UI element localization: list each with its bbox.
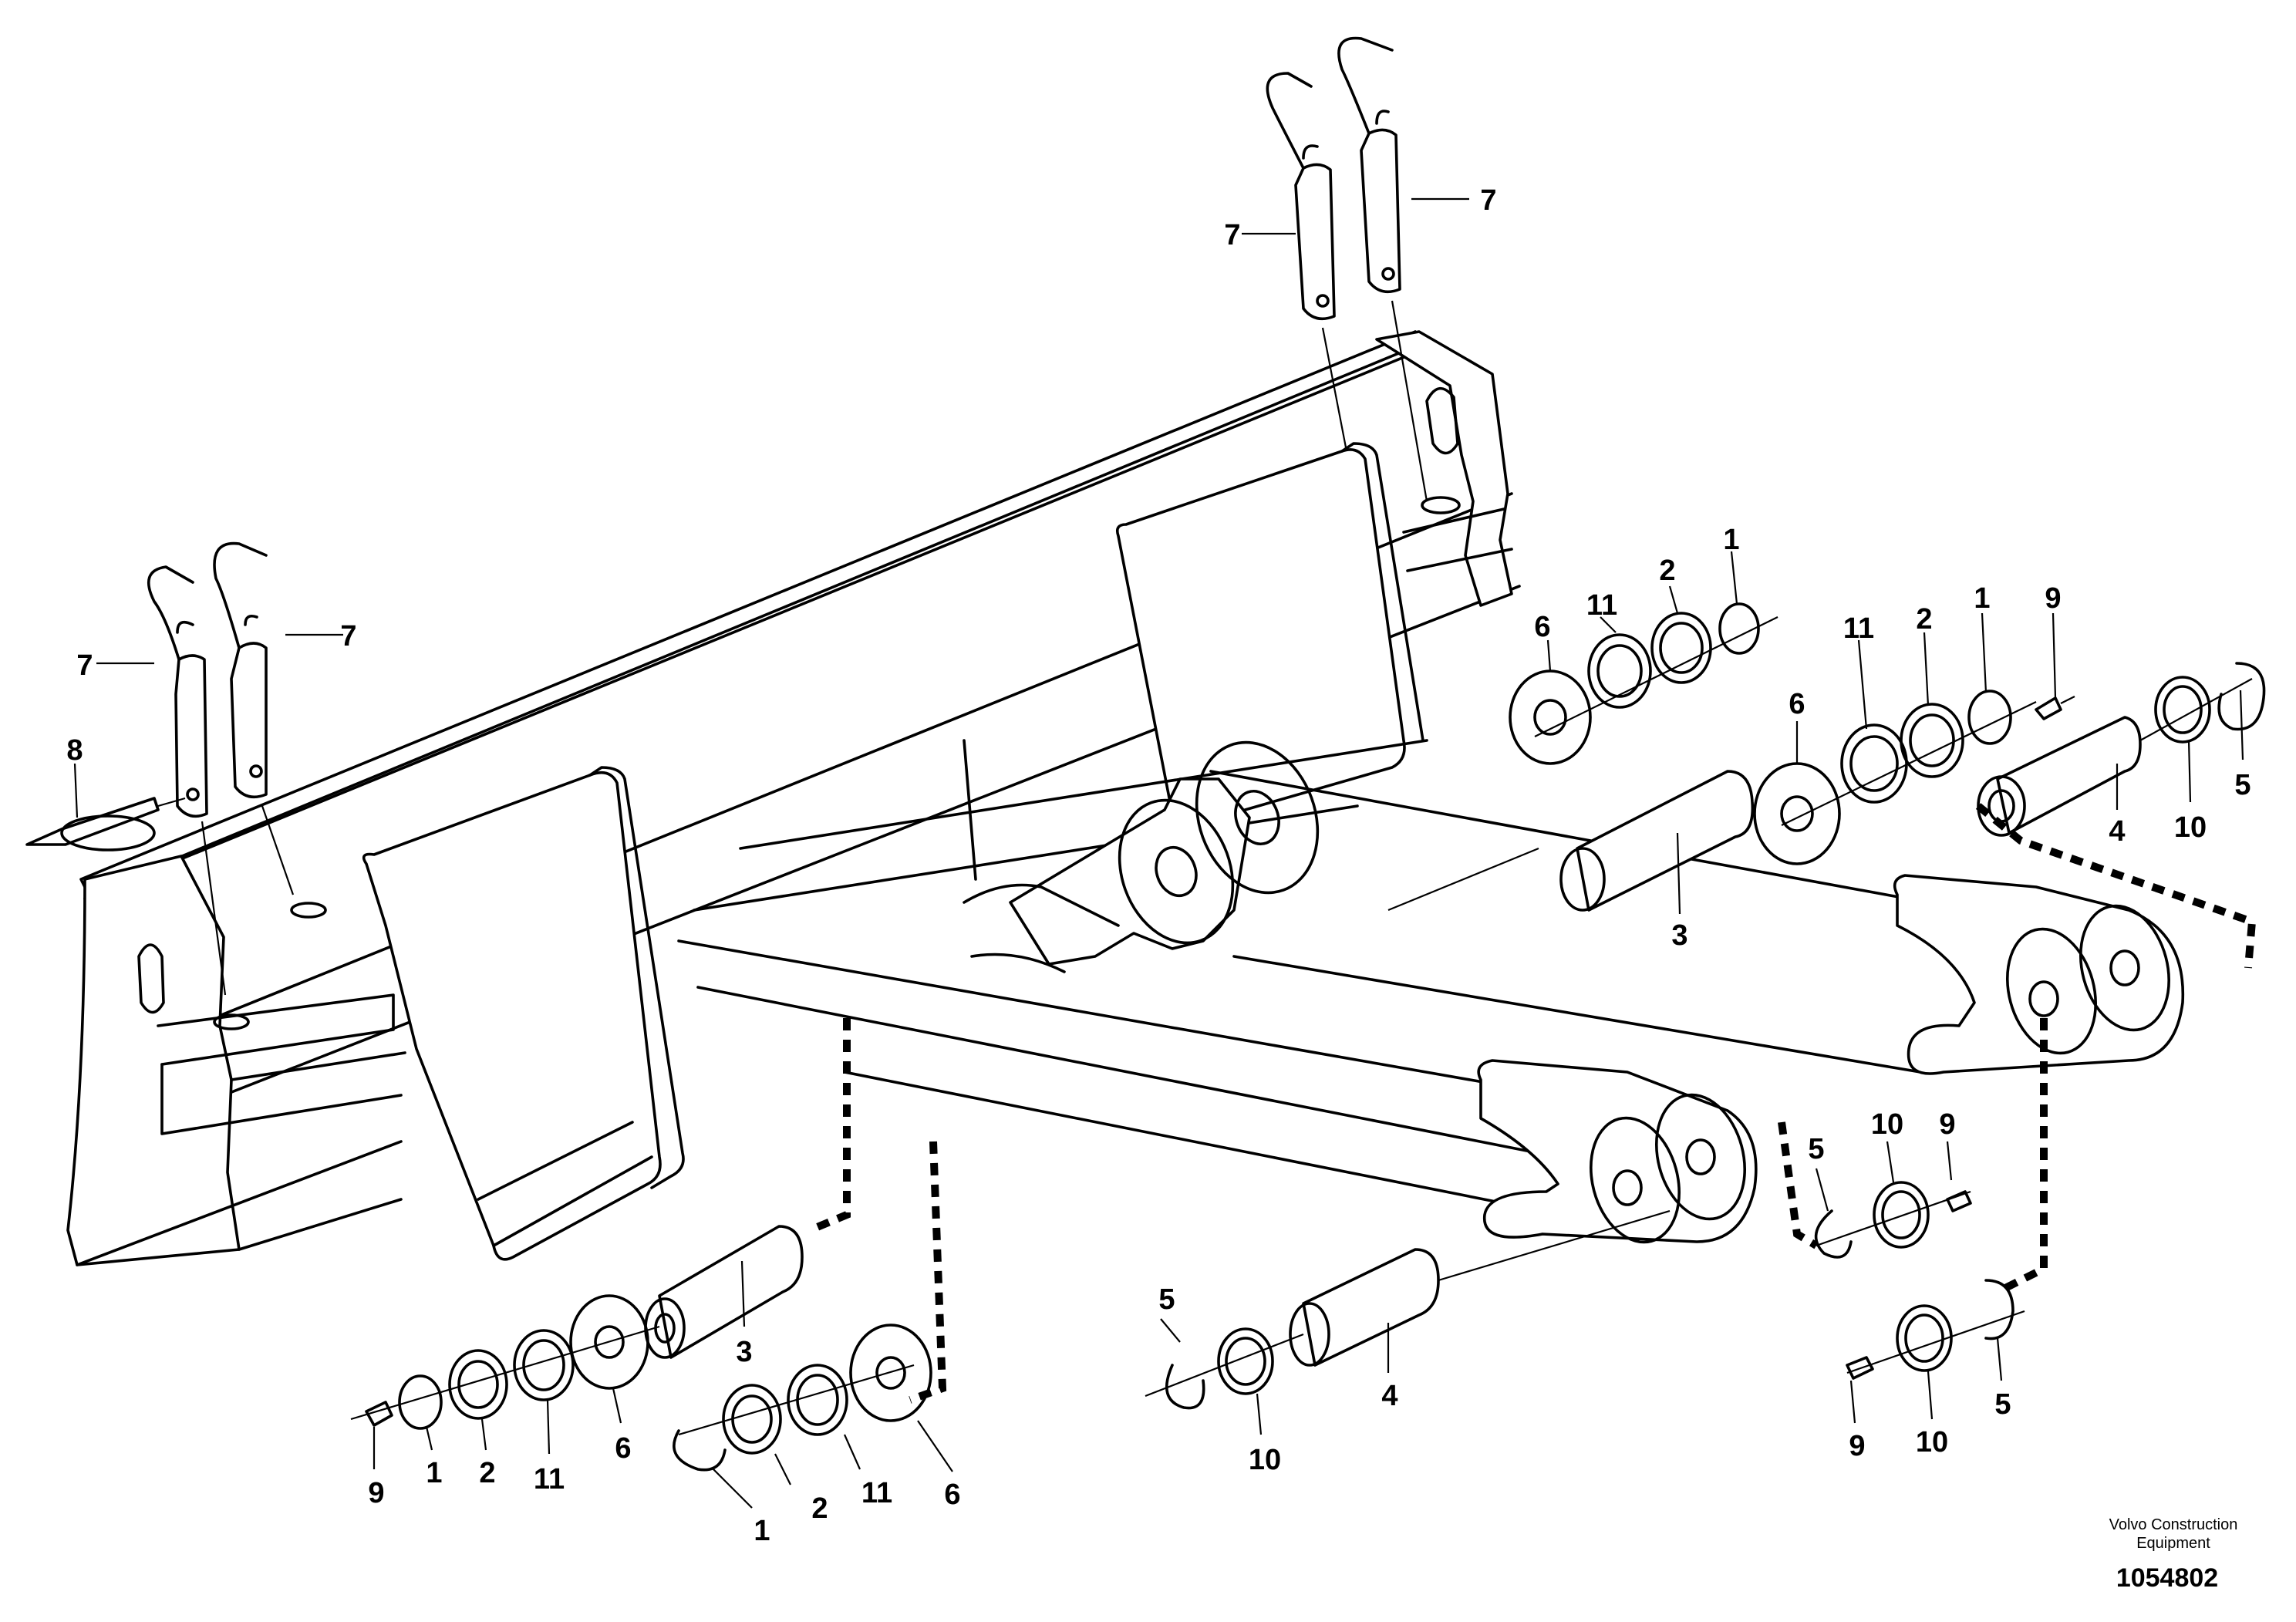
label-clip-5: 5 (1994, 1388, 2011, 1421)
label-shim-11: 11 (861, 1477, 892, 1509)
label-ring-2: 2 (1659, 555, 1675, 587)
label-clip-5: 5 (1158, 1283, 1175, 1316)
label-pin-4: 4 (1381, 1380, 1397, 1412)
label-lynch-pin-8: 8 (66, 734, 83, 767)
label-circlip-1: 1 (754, 1515, 770, 1547)
label-washer-6: 6 (944, 1479, 960, 1511)
label-pin-7: 7 (1480, 184, 1496, 217)
label-washer-6: 6 (1534, 611, 1550, 643)
credit-line-1: Volvo Construction (2109, 1516, 2238, 1533)
label-shim-11: 11 (1843, 612, 1874, 645)
label-circlip-1: 1 (1974, 582, 1990, 615)
label-pin-3: 3 (736, 1336, 752, 1368)
upper-right-hardware (1387, 602, 2266, 912)
label-pin-7: 7 (76, 649, 93, 682)
document-number: 1054802 (2116, 1563, 2218, 1593)
credit-line-2: Equipment (2136, 1535, 2210, 1552)
label-pin-4: 4 (2109, 815, 2125, 848)
label-clip-5: 5 (1808, 1133, 1824, 1165)
label-ring-2: 2 (479, 1457, 495, 1489)
drawing-credit: Volvo Construction Equipment 1054802 (2109, 1516, 2238, 1593)
label-circlip-1: 1 (426, 1457, 442, 1489)
label-washer-6: 6 (615, 1432, 631, 1465)
label-clip-5: 5 (2234, 769, 2250, 801)
label-pin-7: 7 (1224, 219, 1240, 251)
lower-right-hardware (1814, 1181, 2025, 1380)
label-grease-nipple-9: 9 (1849, 1430, 1865, 1462)
lynch-pin-8 (25, 797, 186, 851)
label-shim-11: 11 (1586, 589, 1617, 622)
dozer-blade (66, 330, 2185, 1266)
lower-left-hardware (350, 1209, 1671, 1472)
label-pin-3: 3 (1671, 919, 1687, 952)
callout-labels: 7 7 7 7 8 6 11 2 1 6 11 2 1 9 5 4 10 3 3… (66, 184, 2250, 1547)
label-washer-10: 10 (1871, 1108, 1903, 1141)
label-washer-10: 10 (1916, 1426, 1948, 1458)
label-circlip-1: 1 (1723, 524, 1739, 556)
label-grease-nipple-9: 9 (1939, 1108, 1955, 1141)
label-washer-6: 6 (1789, 688, 1805, 720)
label-grease-nipple-9: 9 (368, 1477, 384, 1509)
dashed-reference-lines (808, 803, 2257, 1404)
leader-lines (73, 197, 2244, 1509)
label-shim-11: 11 (534, 1463, 565, 1496)
label-ring-2: 2 (811, 1492, 828, 1525)
label-ring-2: 2 (1916, 603, 1932, 636)
label-grease-nipple-9: 9 (2045, 582, 2061, 615)
locking-pins-7 (147, 36, 1428, 996)
label-washer-10: 10 (1249, 1444, 1281, 1476)
label-washer-10: 10 (2174, 811, 2207, 844)
label-pin-7: 7 (340, 620, 356, 653)
